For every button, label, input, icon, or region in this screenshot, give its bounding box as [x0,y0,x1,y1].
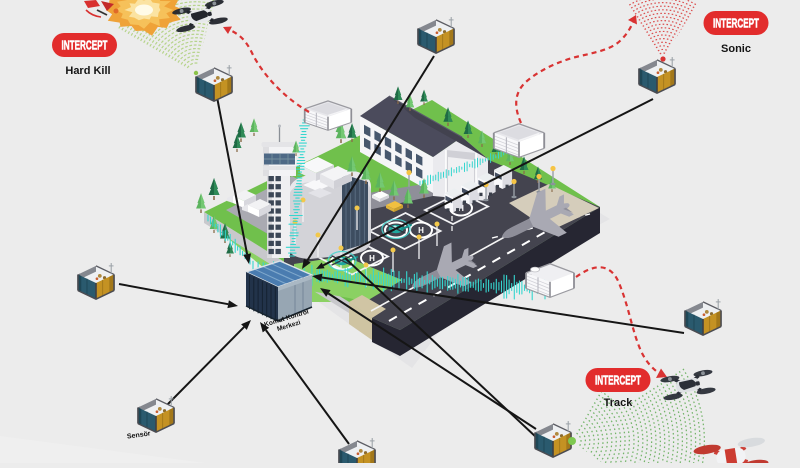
svg-text:Sensör: Sensör [127,430,152,440]
svg-text:INTERCEPT: INTERCEPT [713,16,759,31]
svg-text:H: H [369,254,375,263]
svg-text:H: H [418,226,424,235]
svg-text:Track: Track [604,397,634,409]
svg-text:H: H [458,204,464,213]
svg-text:INTERCEPT: INTERCEPT [595,373,641,388]
svg-text:Hard Kill: Hard Kill [65,65,110,77]
svg-text:INTERCEPT: INTERCEPT [62,38,108,53]
svg-text:Sonic: Sonic [721,43,751,55]
